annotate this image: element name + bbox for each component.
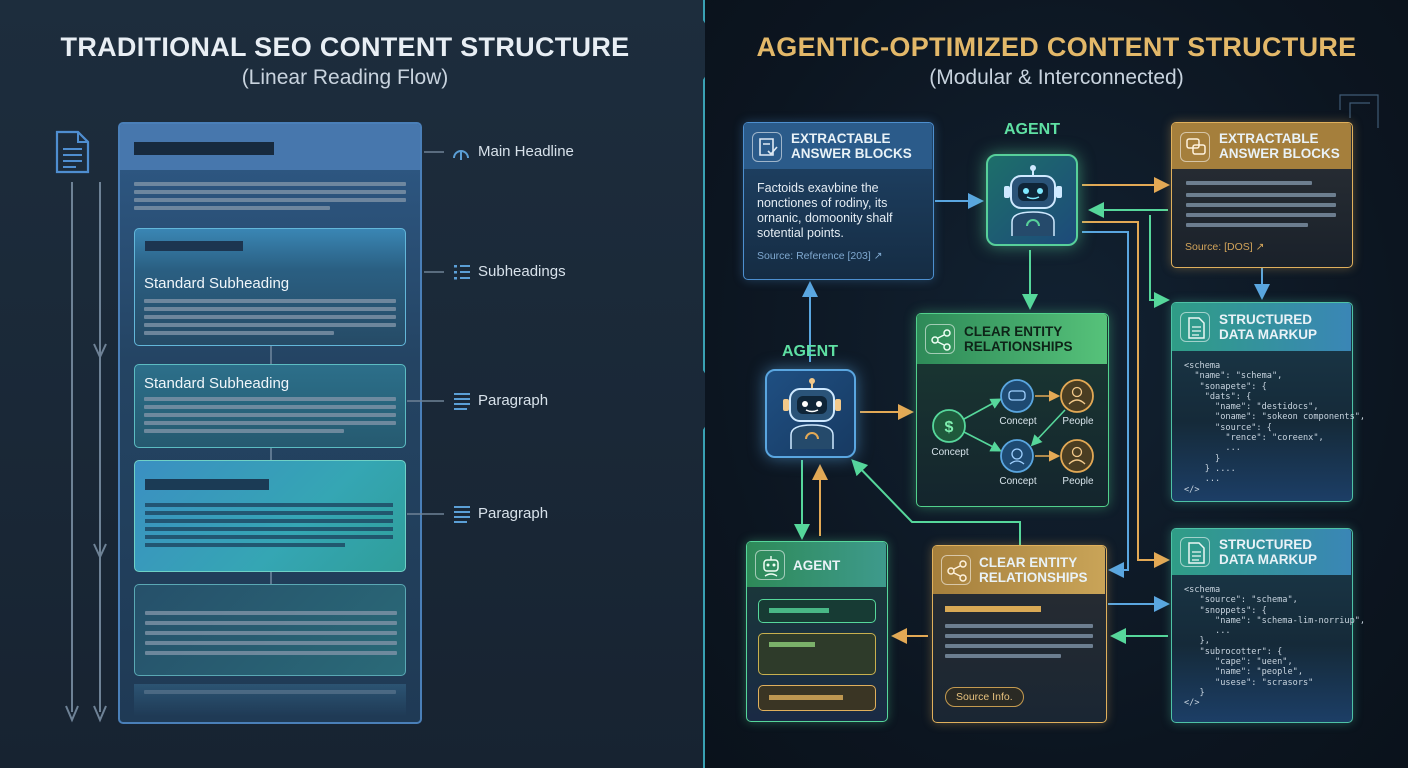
- document-icon: [55, 130, 90, 174]
- robot-icon: [1004, 165, 1062, 236]
- list-icon: [424, 265, 470, 280]
- agent-step-3: [758, 685, 876, 711]
- people-node-bottom: [1060, 439, 1094, 473]
- node-label-concept-1: Concept: [931, 447, 969, 458]
- agent-mid-label: AGENT: [782, 343, 838, 360]
- clear-entity-relationships-bottom: CLEAR ENTITY RELATIONSHIPS Source Info.: [932, 545, 1107, 723]
- article-document: Standard Subheading Standard Subheading: [118, 122, 422, 724]
- label-subheadings: Subheadings: [478, 263, 566, 280]
- struct2-title: STRUCTURED DATA MARKUP: [1219, 537, 1317, 567]
- clear-entity-relationships-top: CLEAR ENTITY RELATIONSHIPS $: [916, 313, 1109, 507]
- concept-node-top: [1000, 379, 1034, 413]
- document-icon: [1180, 537, 1210, 567]
- paragraph-icon: [407, 393, 470, 410]
- checklist-doc-icon: [752, 132, 782, 162]
- document-icon: [1180, 312, 1210, 342]
- node-label-people-1: People: [1062, 416, 1094, 427]
- structured-data-markup-bottom: STRUCTURED DATA MARKUP <schema "source":…: [1171, 528, 1365, 723]
- people-node-top: [1060, 379, 1094, 413]
- struct2-code: <schema "source": "schema", "snoppets": …: [1184, 585, 1366, 709]
- subheading-section-1: Standard Subheading: [134, 228, 406, 346]
- extract2-source[interactable]: Source: [DOS] ↗: [1185, 241, 1264, 253]
- extract1-source-text: Source: Reference [203]: [757, 250, 871, 262]
- headline-bar: [134, 142, 274, 155]
- paragraph-icon: [407, 506, 470, 523]
- right-title: AGENTIC-OPTIMIZED CONTENT STRUCTURE: [756, 32, 1357, 62]
- agent-top-label: AGENT: [1004, 121, 1060, 138]
- entity2-title: CLEAR ENTITY RELATIONSHIPS: [979, 555, 1088, 585]
- paragraph-section-2: [134, 584, 406, 676]
- subheading-1: Standard Subheading: [144, 275, 290, 292]
- subheading-2: Standard Subheading: [144, 375, 290, 392]
- paragraph-section-1: [134, 460, 406, 572]
- headline-connector: [424, 150, 469, 160]
- robot-icon: [755, 550, 785, 580]
- traditional-panel: TRADITIONAL SEO CONTENT STRUCTURE (Linea…: [0, 0, 705, 768]
- label-paragraph-1: Paragraph: [478, 392, 549, 409]
- main-headline-block: [120, 124, 420, 170]
- extract1-title: EXTRACTABLE ANSWER BLOCKS: [791, 131, 912, 161]
- extractable-answer-block-left: EXTRACTABLE ANSWER BLOCKS Factoids exavb…: [743, 122, 934, 280]
- node-label-people-2: People: [1062, 476, 1094, 487]
- label-paragraph-2: Paragraph: [478, 505, 549, 522]
- share-nodes-icon: [925, 324, 955, 354]
- agent-mid-card[interactable]: [765, 369, 856, 458]
- robot-icon: [783, 378, 841, 449]
- agent-bottom-label: AGENT: [793, 558, 841, 573]
- left-title: TRADITIONAL SEO CONTENT STRUCTURE: [60, 32, 630, 62]
- source-info-button[interactable]: Source Info.: [945, 687, 1024, 707]
- struct1-title: STRUCTURED DATA MARKUP: [1219, 312, 1317, 342]
- label-main-headline: Main Headline: [478, 143, 574, 160]
- agent-step-1: [758, 599, 876, 623]
- node-label-concept-2: Concept: [999, 416, 1037, 427]
- concept-node-money: $: [932, 409, 966, 443]
- entity1-title: CLEAR ENTITY RELATIONSHIPS: [964, 324, 1073, 354]
- external-link-icon: ↗: [873, 250, 883, 262]
- agent-top-card[interactable]: [986, 154, 1078, 246]
- agent-bottom-card: AGENT: [746, 541, 888, 722]
- subheading-section-2: Standard Subheading: [134, 364, 406, 448]
- node-label-concept-3: Concept: [999, 476, 1037, 487]
- entity-graph: $: [932, 379, 1094, 473]
- extractable-answer-block-right: EXTRACTABLE ANSWER BLOCKS Source: [DOS] …: [1171, 122, 1353, 268]
- reading-flow-arrows: [65, 182, 107, 723]
- extract2-source-text: Source: [DOS]: [1185, 241, 1253, 253]
- right-subtitle: (Modular & Interconnected): [929, 66, 1184, 89]
- external-link-icon: ↗: [1255, 241, 1265, 253]
- structured-data-markup-top: STRUCTURED DATA MARKUP <schema "name": "…: [1171, 302, 1365, 502]
- agent-step-2: [758, 633, 876, 675]
- struct1-code: <schema "name": "schema", "sonapete": { …: [1184, 361, 1366, 495]
- share-nodes-icon: [941, 555, 971, 585]
- extract1-body: Factoids exavbine the nonctiones of rodi…: [757, 181, 893, 240]
- svg-text:$: $: [945, 419, 954, 436]
- left-subtitle: (Linear Reading Flow): [241, 66, 449, 89]
- extract2-title: EXTRACTABLE ANSWER BLOCKS: [1219, 131, 1340, 161]
- concept-node-bottom: [1000, 439, 1034, 473]
- extract1-source[interactable]: Source: Reference [203] ↗: [757, 250, 883, 262]
- chat-icon: [1180, 132, 1210, 162]
